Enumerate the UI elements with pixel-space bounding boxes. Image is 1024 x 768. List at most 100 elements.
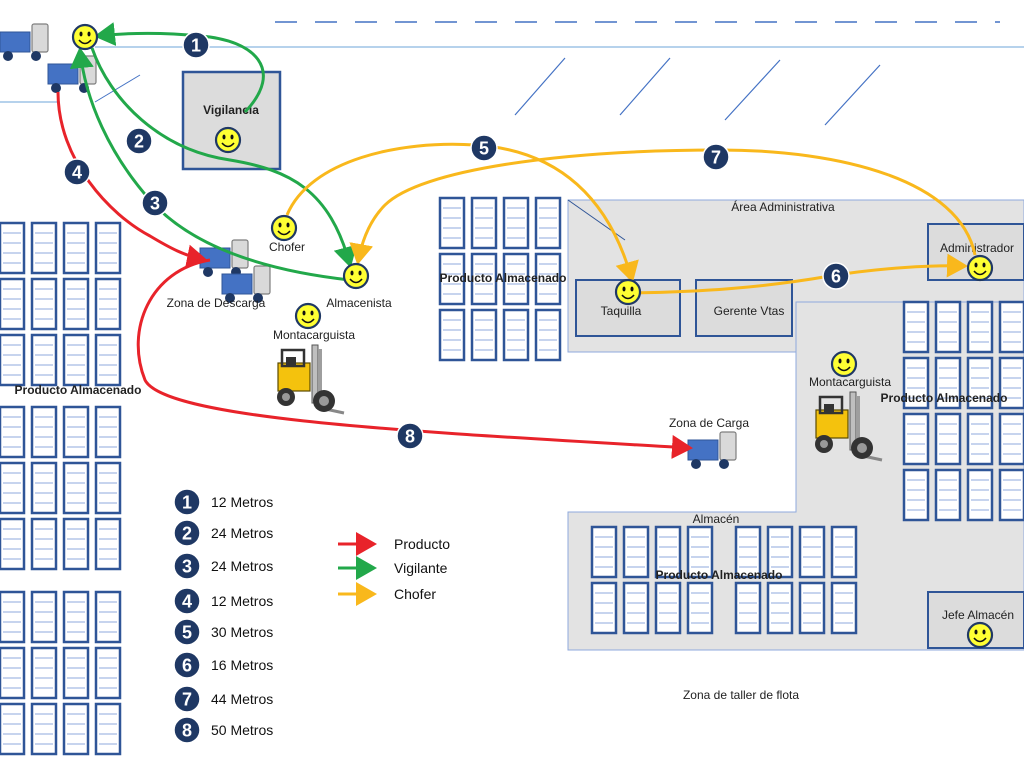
storage-rack bbox=[798, 581, 826, 635]
storage-rack bbox=[766, 525, 794, 579]
person-smiley-icon bbox=[614, 278, 642, 306]
storage-rack bbox=[62, 461, 90, 515]
route-badge-1: 1 bbox=[182, 31, 210, 59]
distance-value: 44 Metros bbox=[211, 691, 273, 707]
route-7-chofer bbox=[349, 148, 977, 265]
zona-taller-label: Zona de taller de flota bbox=[683, 688, 799, 702]
storage-rack bbox=[0, 646, 26, 700]
storage-rack bbox=[902, 300, 930, 354]
storage-rack bbox=[998, 356, 1024, 410]
storage-rack bbox=[686, 525, 714, 579]
storage-rack bbox=[502, 196, 530, 250]
distance-row: 2 24 Metros bbox=[173, 519, 273, 547]
storage-rack bbox=[0, 221, 26, 275]
storage-rack bbox=[966, 356, 994, 410]
storage-rack bbox=[470, 196, 498, 250]
legend-item: Chofer bbox=[338, 582, 436, 606]
storage-rack bbox=[94, 221, 122, 275]
person-smiley-icon bbox=[71, 23, 99, 51]
storage-label-center: Producto Almacenado bbox=[440, 271, 567, 285]
route-badge-4: 4 bbox=[63, 158, 91, 186]
gerente-vtas-office: Gerente Vtas bbox=[695, 279, 793, 337]
route-badge-7: 7 bbox=[702, 143, 730, 171]
storage-rack bbox=[0, 405, 26, 459]
storage-rack bbox=[966, 468, 994, 522]
almacenista-person-label: Almacenista bbox=[326, 296, 392, 310]
storage-rack bbox=[998, 300, 1024, 354]
forklift-icon bbox=[815, 391, 883, 462]
storage-rack bbox=[934, 300, 962, 354]
administrador-label: Administrador bbox=[940, 241, 1014, 255]
truck-icon bbox=[0, 23, 49, 61]
storage-rack bbox=[502, 252, 530, 306]
distance-number: 7 bbox=[182, 690, 192, 710]
route-badge-number: 8 bbox=[405, 427, 415, 447]
storage-label-right: Producto Almacenado bbox=[881, 391, 1008, 405]
storage-rack bbox=[30, 277, 58, 331]
storage-rack bbox=[0, 461, 26, 515]
storage-rack bbox=[902, 468, 930, 522]
storage-rack bbox=[902, 412, 930, 466]
route-badge-number: 5 bbox=[479, 139, 489, 159]
storage-rack bbox=[94, 646, 122, 700]
storage-rack bbox=[30, 221, 58, 275]
chofer-person-label: Chofer bbox=[269, 240, 305, 254]
storage-rack bbox=[0, 277, 26, 331]
person-smiley-icon bbox=[966, 254, 994, 282]
vigilancia-label: Vigilancia bbox=[203, 103, 259, 117]
route-badge-8: 8 bbox=[396, 422, 424, 450]
storage-rack bbox=[62, 277, 90, 331]
storage-rack bbox=[534, 196, 562, 250]
storage-rack bbox=[30, 405, 58, 459]
gerente-vtas-label: Gerente Vtas bbox=[714, 304, 785, 318]
storage-rack bbox=[734, 581, 762, 635]
storage-rack bbox=[534, 252, 562, 306]
route-badge-number: 1 bbox=[191, 36, 201, 56]
jefe-almacen-label: Jefe Almacén bbox=[942, 608, 1014, 622]
storage-rack bbox=[0, 702, 26, 756]
route-badge-number: 2 bbox=[134, 132, 144, 152]
distance-number: 2 bbox=[182, 524, 192, 544]
zona-descarga-label: Zona de Descarga bbox=[167, 296, 266, 310]
legend-item: Vigilante bbox=[338, 556, 448, 580]
storage-rack bbox=[590, 581, 618, 635]
storage-rack bbox=[30, 333, 58, 387]
storage-rack bbox=[830, 581, 858, 635]
storage-label-left: Producto Almacenado bbox=[15, 383, 142, 397]
storage-rack bbox=[798, 525, 826, 579]
storage-rack bbox=[622, 525, 650, 579]
route-badge-number: 4 bbox=[72, 163, 82, 183]
legend-label: Vigilante bbox=[394, 560, 448, 576]
route-badge-5: 5 bbox=[470, 134, 498, 162]
distance-row: 7 44 Metros bbox=[173, 685, 273, 713]
area-administrativa-label: Área Administrativa bbox=[731, 199, 835, 214]
storage-rack bbox=[62, 405, 90, 459]
storage-rack bbox=[94, 702, 122, 756]
legend-item: Producto bbox=[338, 532, 450, 556]
person-smiley-icon bbox=[966, 621, 994, 649]
storage-rack bbox=[62, 333, 90, 387]
storage-rack bbox=[94, 277, 122, 331]
distance-row: 5 30 Metros bbox=[173, 618, 273, 646]
distance-number: 8 bbox=[182, 721, 192, 741]
storage-rack bbox=[934, 468, 962, 522]
storage-rack bbox=[0, 517, 26, 571]
distance-value: 24 Metros bbox=[211, 525, 273, 541]
person-smiley-icon bbox=[270, 214, 298, 242]
distance-number: 5 bbox=[182, 623, 192, 643]
storage-rack bbox=[766, 581, 794, 635]
legend-label: Chofer bbox=[394, 586, 436, 602]
truck-icon bbox=[199, 239, 249, 277]
storage-rack bbox=[998, 412, 1024, 466]
storage-rack bbox=[830, 525, 858, 579]
storage-rack bbox=[470, 308, 498, 362]
storage-rack bbox=[30, 517, 58, 571]
distance-value: 30 Metros bbox=[211, 624, 273, 640]
storage-rack bbox=[30, 590, 58, 644]
almacen-label: Almacén bbox=[693, 512, 740, 526]
